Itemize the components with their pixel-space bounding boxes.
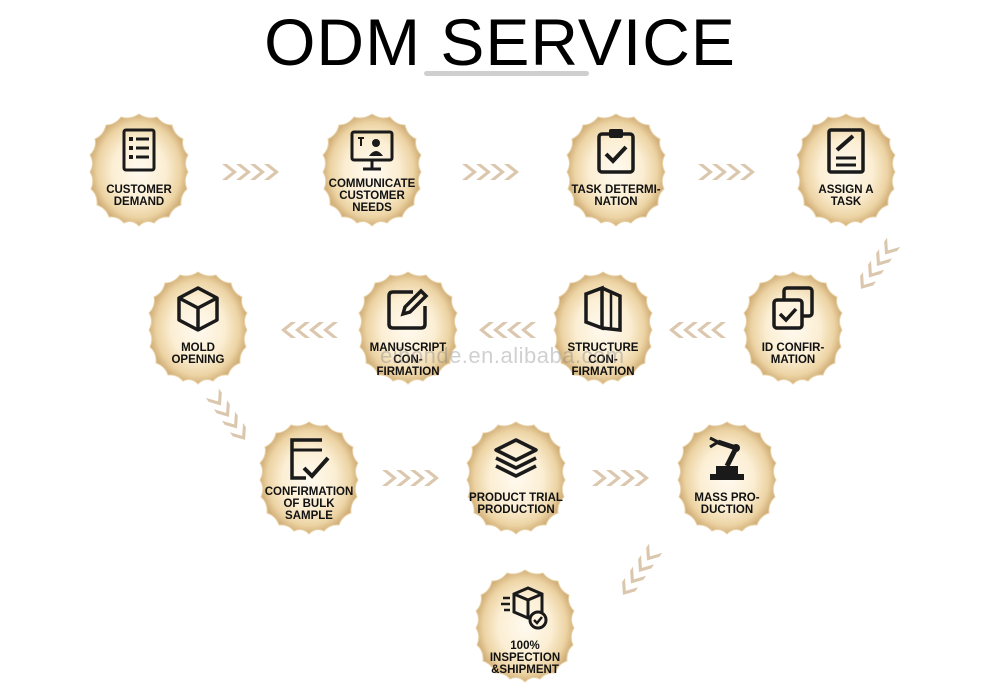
step-label: CUSTOMER DEMAND bbox=[106, 184, 172, 208]
step-product-trial-production: PRODUCT TRIAL PRODUCTION bbox=[451, 418, 581, 548]
edit-icon bbox=[387, 288, 429, 330]
step-label: CONFIRMATION OF BULK SAMPLE bbox=[264, 486, 354, 522]
arrows-right bbox=[458, 160, 524, 184]
arrows-down-left bbox=[610, 538, 668, 606]
step-structure-confirmation: STRUCTURE CON- FIRMATION bbox=[538, 268, 668, 398]
arrows-right bbox=[218, 160, 284, 184]
step-inspection-shipment: 100% INSPECTION &SHIPMENT bbox=[460, 566, 590, 696]
document-pen-icon bbox=[827, 128, 865, 174]
stacked-check-icon bbox=[772, 286, 814, 330]
step-label: MASS PRO- DUCTION bbox=[694, 492, 760, 516]
arrows-left bbox=[664, 318, 730, 342]
step-label: PRODUCT TRIAL PRODUCTION bbox=[469, 492, 563, 516]
step-mass-production: MASS PRO- DUCTION bbox=[662, 418, 792, 548]
arrows-right bbox=[588, 466, 654, 490]
step-label: COMMUNICATE CUSTOMER NEEDS bbox=[328, 178, 416, 214]
arrows-right bbox=[378, 466, 444, 490]
step-label: 100% INSPECTION &SHIPMENT bbox=[489, 640, 561, 676]
step-task-determination: TASK DETERMI- NATION bbox=[551, 110, 681, 240]
step-label: ASSIGN A TASK bbox=[818, 184, 874, 208]
step-confirmation-of-bulk-sample: CONFIRMATION OF BULK SAMPLE bbox=[244, 418, 374, 548]
arrows-left bbox=[276, 318, 342, 342]
step-id-confirmation: ID CONFIR- MATION bbox=[728, 268, 858, 398]
arrows-right bbox=[694, 160, 760, 184]
monitor-user-icon bbox=[350, 130, 394, 171]
watermark: eibonde.en.alibaba.com bbox=[380, 343, 625, 368]
step-manuscript-confirmation: MANUSCRIPT CON- FIRMATION bbox=[343, 268, 473, 398]
layers-icon bbox=[494, 438, 538, 478]
step-assign-a-task: ASSIGN A TASK bbox=[781, 110, 911, 240]
step-label: TASK DETERMI- NATION bbox=[571, 184, 661, 208]
package-check-icon bbox=[501, 586, 548, 630]
page-title: ODM SERVICE bbox=[264, 5, 736, 79]
step-customer-demand: CUSTOMER DEMAND bbox=[74, 110, 204, 240]
step-label: MANUSCRIPT CON- FIRMATION bbox=[369, 342, 447, 378]
box-icon bbox=[177, 286, 219, 332]
robot-arm-icon bbox=[709, 436, 744, 480]
folded-panel-icon bbox=[584, 285, 622, 332]
list-icon bbox=[122, 128, 156, 172]
arrows-left bbox=[474, 318, 540, 342]
step-label: ID CONFIR- MATION bbox=[761, 342, 825, 366]
step-mold-opening: MOLD OPENING bbox=[133, 268, 263, 398]
step-communicate-customer-needs: COMMUNICATE CUSTOMER NEEDS bbox=[307, 110, 437, 240]
form-check-icon bbox=[290, 438, 330, 480]
clipboard-check-icon bbox=[597, 129, 635, 174]
title-underline bbox=[424, 71, 589, 76]
step-label: MOLD OPENING bbox=[171, 342, 225, 366]
step-label: STRUCTURE CON- FIRMATION bbox=[567, 342, 639, 378]
